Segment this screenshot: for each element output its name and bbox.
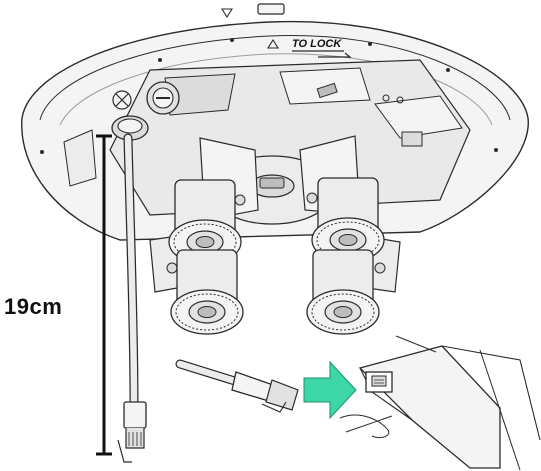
cable-length-label: 19cm (4, 294, 63, 319)
inner-chassis (109, 59, 471, 216)
socket-detail (339, 335, 541, 471)
lens-bottom-left (170, 249, 244, 335)
lock-label: TO LOCK (292, 38, 342, 50)
network-cable (117, 133, 147, 463)
top-tab (221, 3, 285, 19)
insert-arrow (303, 360, 357, 420)
loose-rj45-plug (175, 359, 299, 413)
length-dimension (96, 134, 112, 456)
lock-indicator: TO LOCK (267, 38, 352, 58)
lens-bottom-right (306, 249, 380, 335)
left-fittings (63, 81, 180, 187)
